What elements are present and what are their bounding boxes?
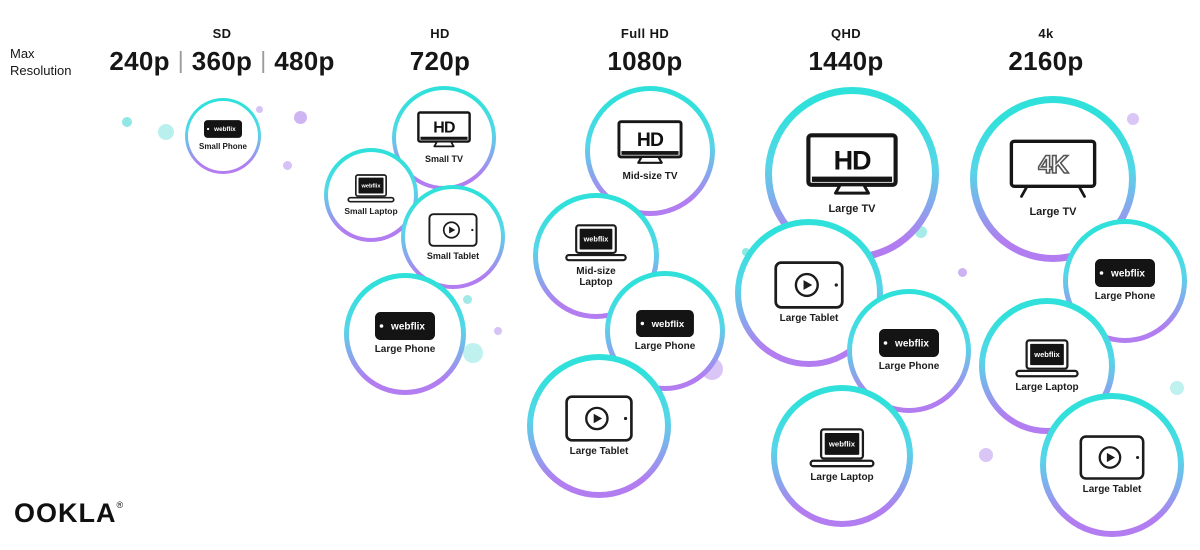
bubble-label: Large Phone [634, 340, 696, 352]
phone-icon [636, 310, 694, 337]
bubble-label: Small Tablet [426, 250, 480, 261]
ookla-logo-text: OOKLA [14, 498, 117, 528]
resolution-value: 480p [274, 46, 335, 76]
bubble-hd-small-tablet: Small Tablet [401, 185, 505, 289]
registered-mark: ® [116, 500, 124, 510]
decorative-dot [494, 327, 502, 335]
column-name: QHD [830, 26, 862, 41]
bubble-label: Mid-size Laptop [576, 265, 616, 289]
phone-icon [204, 120, 242, 138]
axis-label: Max Resolution [10, 46, 72, 78]
column-header-full-hd: Full HD 1080p [607, 26, 682, 77]
bubble-4k-large-tablet: Large Tablet [1040, 393, 1184, 537]
decorative-dot [294, 111, 307, 124]
tablet-icon [565, 395, 633, 442]
bubble-label: Small Phone [198, 142, 247, 152]
bubble-label: Mid-size TV [622, 170, 678, 182]
column-header-4k: 4k 2160p [1008, 26, 1083, 77]
phone-icon [375, 312, 435, 340]
bubble-fullhd-midsize-tv: Mid-size TV [585, 86, 715, 216]
column-resolutions: 240p | 360p | 480p [109, 46, 334, 77]
bubble-4k-large-laptop: Large Laptop [979, 298, 1115, 434]
bubble-hd-small-tv: Small TV [392, 86, 496, 190]
bubble-label: Large Tablet [569, 445, 629, 457]
bubble-label: Large Phone [374, 344, 436, 356]
tablet-icon [428, 213, 478, 247]
decorative-dot [1127, 113, 1139, 125]
decorative-dot [463, 343, 483, 363]
laptop-icon [565, 224, 627, 262]
phone-icon [879, 329, 939, 357]
laptop-icon [809, 428, 875, 468]
column-name: SD [212, 26, 232, 41]
column-header-qhd: QHD 1440p [808, 26, 883, 77]
tablet-icon [1079, 435, 1145, 480]
resolution-separator: | [260, 47, 267, 73]
tv-hd-icon [417, 111, 471, 150]
phone-icon [1095, 259, 1155, 287]
decorative-dot [463, 295, 472, 304]
column-name: 4k [1038, 26, 1054, 41]
decorative-dot [283, 161, 292, 170]
tablet-icon [774, 261, 844, 309]
decorative-dot [979, 448, 993, 462]
bubble-label: Small TV [424, 154, 463, 165]
decorative-dot [1170, 381, 1184, 395]
ookla-logo: OOKLA® [14, 498, 123, 529]
bubble-hd-large-phone: Large Phone [344, 273, 466, 395]
resolution-value: 360p [191, 46, 253, 76]
bubble-label: Large TV [828, 202, 876, 215]
resolution-value: 240p [109, 46, 170, 76]
column-header-sd: SD 240p | 360p | 480p [109, 26, 334, 77]
tv-hd-icon [617, 120, 683, 167]
resolution-value: 2160p [1008, 46, 1084, 76]
decorative-dot [958, 268, 967, 277]
bubble-label: Large Phone [878, 361, 940, 373]
bubble-fullhd-large-tablet: Large Tablet [527, 354, 671, 498]
tv-4k-icon [1009, 139, 1097, 202]
resolution-separator: | [177, 47, 184, 73]
bubble-label: Large Tablet [1082, 483, 1142, 495]
laptop-icon [347, 174, 395, 203]
bubble-label: Large Phone [1094, 291, 1156, 303]
bubble-sd-small-phone: Small Phone [185, 98, 261, 174]
bubble-label: Large Tablet [779, 313, 839, 325]
resolution-value: 1440p [808, 46, 884, 76]
decorative-dot [158, 124, 174, 140]
column-name: HD [430, 26, 450, 41]
resolution-value: 720p [409, 46, 471, 76]
bubble-label: Large TV [1029, 206, 1077, 219]
bubble-label: Small Laptop [344, 205, 398, 216]
bubble-qhd-large-tablet: Large Tablet [735, 219, 883, 367]
decorative-dot [256, 106, 263, 113]
resolution-value: 1080p [607, 46, 683, 76]
decorative-dot [122, 117, 132, 127]
tv-hd-icon [806, 133, 898, 199]
column-header-hd: HD 720p [410, 26, 470, 77]
bubble-qhd-large-laptop: Large Laptop [771, 385, 913, 527]
bubble-label: Large Laptop [810, 472, 874, 484]
bubble-label: Large Laptop [1015, 381, 1079, 393]
bubble-4k-large-tv: Large TV [970, 96, 1136, 262]
column-name: Full HD [620, 26, 670, 41]
laptop-icon [1015, 339, 1079, 378]
bubble-hd-small-laptop: Small Laptop [324, 148, 418, 242]
